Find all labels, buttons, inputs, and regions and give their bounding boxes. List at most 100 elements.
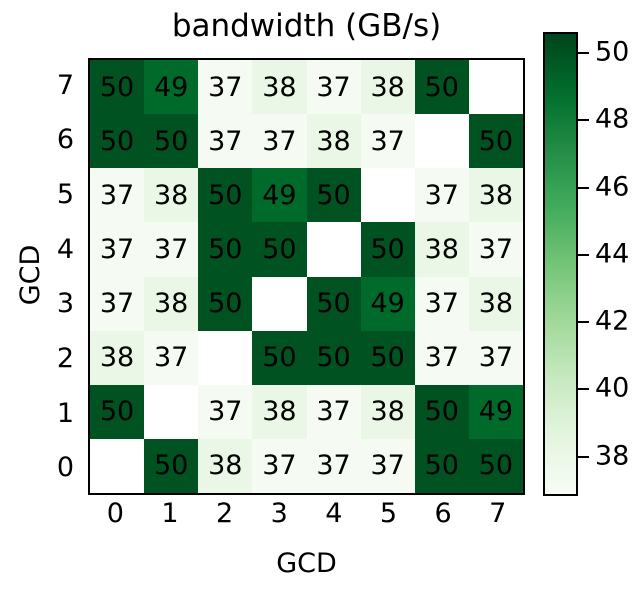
heatmap-cell: 50: [414, 438, 469, 493]
heatmap-cell: 49: [144, 60, 199, 115]
heatmap-cell: 37: [90, 276, 145, 331]
x-tick-label: 5: [379, 498, 398, 529]
heatmap-cell: 38: [468, 276, 523, 331]
y-tick-label: 4: [56, 233, 74, 265]
heatmap-cell: 50: [306, 330, 361, 385]
heatmap-cell: 37: [144, 222, 199, 277]
y-tick-label: 5: [56, 179, 74, 211]
heatmap-cell: 38: [468, 168, 523, 223]
heatmap-cell: 50: [468, 438, 523, 493]
x-tick-label: 6: [434, 498, 452, 529]
heatmap-cell: 38: [360, 384, 415, 439]
heatmap-cell: 49: [360, 276, 415, 331]
x-tick-label: 1: [161, 498, 179, 529]
colorbar-tick-label: 42: [595, 305, 630, 337]
y-tick-label: 1: [56, 397, 74, 429]
colorbar-tick-mark: [578, 388, 589, 391]
heatmap-cell: 50: [90, 384, 145, 439]
colorbar-tick-mark: [578, 253, 589, 256]
heatmap-cell-blank: [252, 276, 307, 331]
heatmap-cell: 37: [306, 60, 361, 115]
heatmap-cell: 37: [90, 222, 145, 277]
heatmap-cell: 50: [414, 60, 469, 115]
heatmap-cell: 50: [144, 438, 199, 493]
heatmap-cell: 38: [90, 330, 145, 385]
colorbar-tick-mark: [578, 455, 589, 458]
heatmap-cell: 37: [90, 168, 145, 223]
heatmap-cell: 50: [198, 276, 253, 331]
y-tick-label: 2: [56, 342, 74, 374]
heatmap-cell-blank: [414, 114, 469, 169]
y-tick-label: 6: [56, 124, 74, 156]
heatmap-cell: 37: [306, 438, 361, 493]
heatmap-cell: 37: [414, 276, 469, 331]
x-tick-label: 7: [489, 498, 507, 529]
heatmap-cell: 38: [360, 60, 415, 115]
heatmap-cell: 37: [252, 438, 307, 493]
heatmap-cell: 49: [252, 168, 307, 223]
heatmap-cell: 50: [144, 114, 199, 169]
heatmap-cell: 50: [198, 168, 253, 223]
heatmap-cell-blank: [360, 168, 415, 223]
y-tick-labels: 7 6 5 4 3 2 1 0: [40, 58, 80, 495]
heatmap-cell: 37: [198, 384, 253, 439]
y-tick-label: 3: [56, 288, 74, 320]
colorbar-tick-label: 40: [595, 372, 630, 404]
heatmap-cell: 50: [90, 114, 145, 169]
heatmap-cell-blank: [468, 60, 523, 115]
colorbar-tick-mark: [578, 52, 589, 55]
heatmap-cell: 38: [306, 114, 361, 169]
heatmap-cell: 37: [306, 384, 361, 439]
heatmap-cell: 37: [468, 330, 523, 385]
heatmap-cell: 50: [306, 276, 361, 331]
heatmap-cell: 37: [252, 114, 307, 169]
heatmap-cell: 38: [198, 438, 253, 493]
heatmap-cell: 38: [144, 276, 199, 331]
colorbar-tick-label: 48: [595, 103, 630, 135]
y-tick-label: 7: [56, 69, 74, 101]
x-axis-label: GCD: [276, 547, 337, 579]
colorbar-tick-mark: [578, 119, 589, 122]
heatmap-cell-blank: [306, 222, 361, 277]
colorbar-tick-mark: [578, 321, 589, 324]
colorbar-tick-mark: [578, 186, 589, 189]
heatmap-cell-blank: [144, 384, 199, 439]
heatmap-cell: 50: [306, 168, 361, 223]
heatmap-cell: 38: [414, 222, 469, 277]
heatmap-cell: 37: [360, 114, 415, 169]
colorbar: [543, 32, 578, 496]
heatmap-cell: 37: [414, 168, 469, 223]
colorbar-tick-label: 46: [595, 171, 630, 203]
heatmap-cell: 37: [360, 438, 415, 493]
heatmap-cell: 50: [252, 222, 307, 277]
heatmap-cell: 37: [414, 330, 469, 385]
heatmap-cell: 50: [198, 222, 253, 277]
heatmap-cell: 37: [144, 330, 199, 385]
heatmap-cell: 38: [144, 168, 199, 223]
x-tick-label: 4: [325, 498, 343, 529]
heatmap-cell: 50: [414, 384, 469, 439]
y-tick-label: 0: [56, 452, 74, 484]
colorbar-tick-label: 50: [595, 36, 630, 68]
heatmap-cell: 38: [252, 60, 307, 115]
x-tick-label: 0: [106, 498, 124, 529]
heatmap-cell: 50: [90, 60, 145, 115]
heatmap-cell: 49: [468, 384, 523, 439]
colorbar-tick-label: 44: [595, 238, 630, 270]
heatmap-cell: 50: [468, 114, 523, 169]
heatmap-cell: 37: [468, 222, 523, 277]
heatmap-cell: 38: [252, 384, 307, 439]
x-tick-label: 3: [270, 498, 288, 529]
heatmap-cell: 50: [360, 330, 415, 385]
colorbar-gradient: [545, 34, 576, 494]
heatmap-cell: 37: [198, 114, 253, 169]
heatmap-cell: 50: [360, 222, 415, 277]
heatmap-cell: 50: [252, 330, 307, 385]
heatmap-cell-blank: [90, 438, 145, 493]
x-tick-label: 2: [215, 498, 234, 529]
x-tick-labels: 0 1 2 3 4 5 6 7: [88, 500, 525, 536]
